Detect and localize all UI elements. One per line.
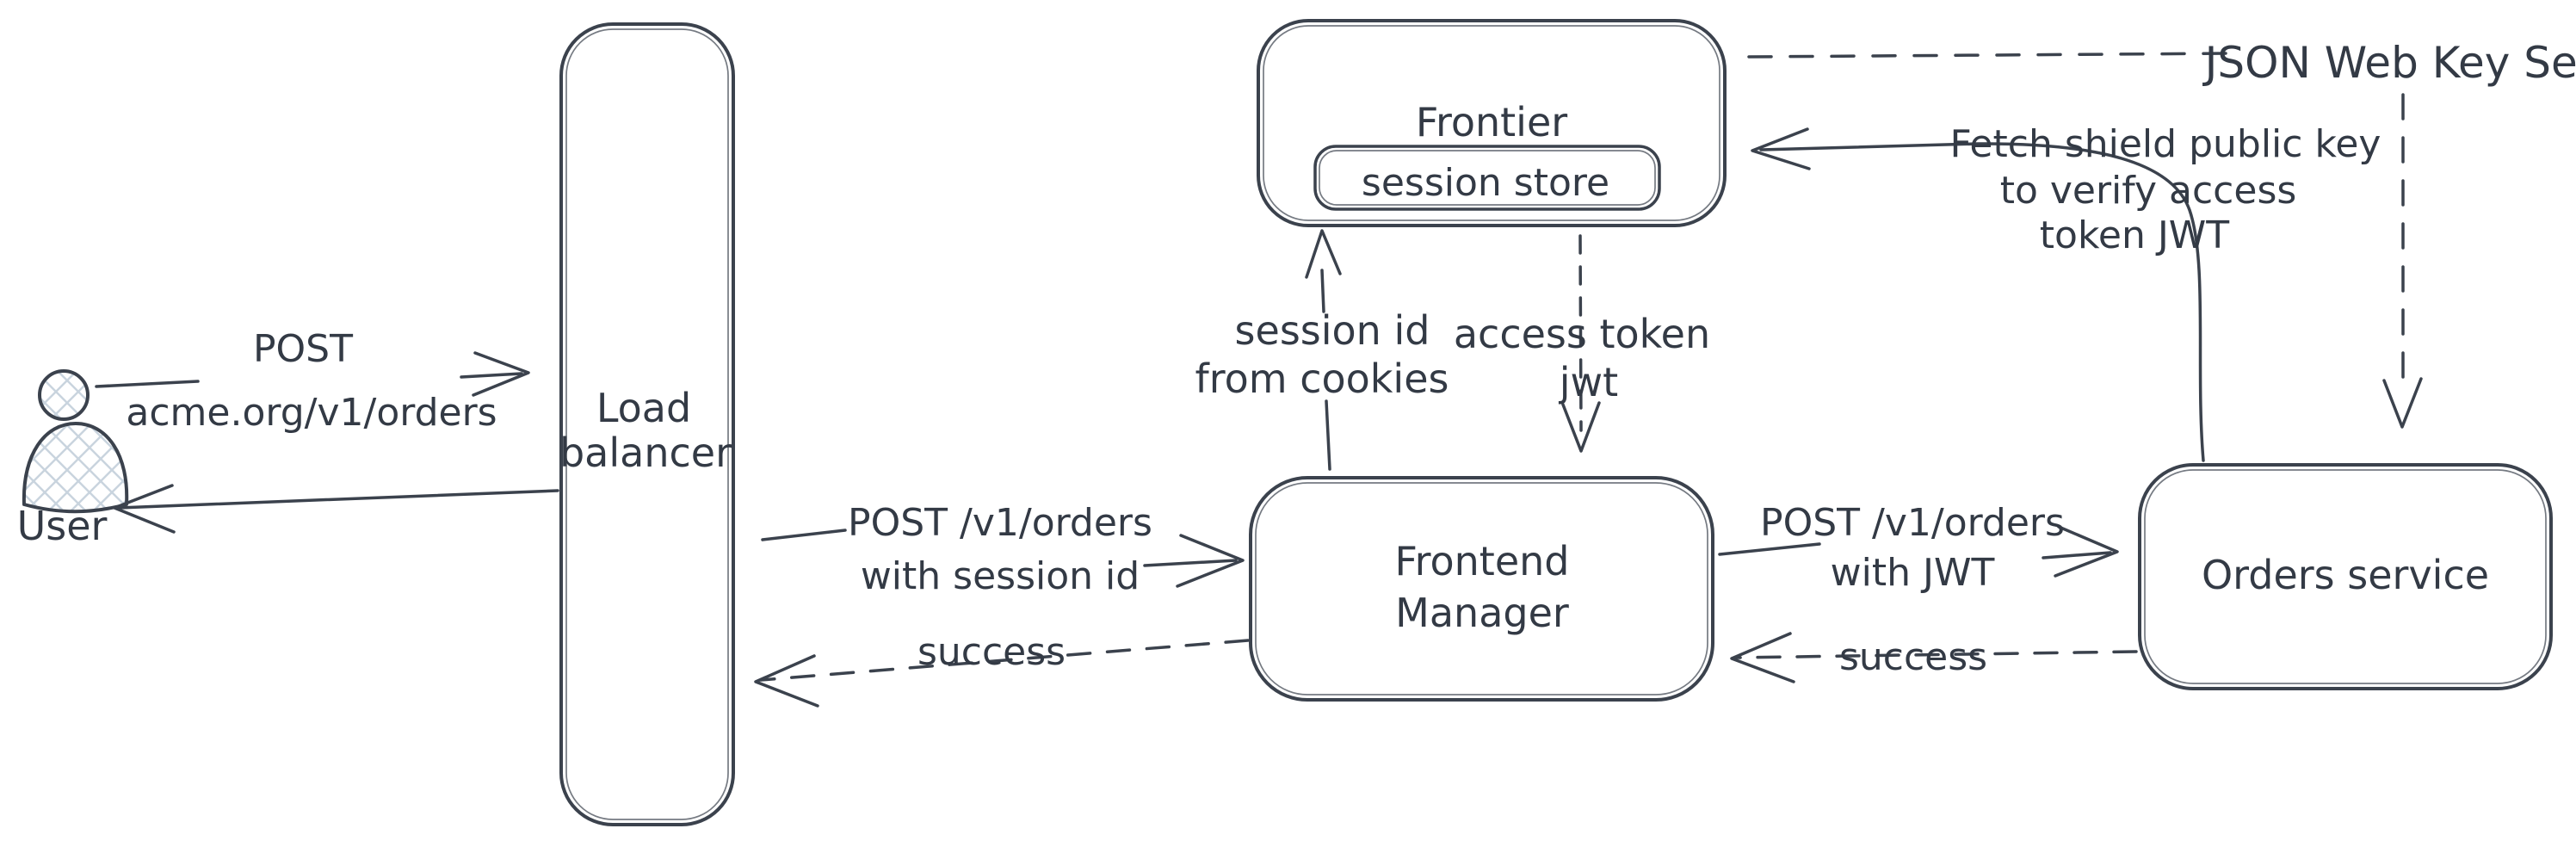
frontend-manager-label-line2: Manager bbox=[1395, 590, 1569, 636]
edge-orders-to-frontier-label-line3: token JWT bbox=[2040, 213, 2230, 257]
orders-service-node: Orders service bbox=[2138, 463, 2553, 690]
edge-fm-to-orders-label-line1: POST /v1/orders bbox=[1760, 501, 2065, 545]
edge-frontier-to-fm: access token jwt bbox=[1454, 234, 1710, 453]
edge-user-to-lb-label-line1: POST bbox=[253, 327, 353, 371]
frontend-manager-label-line1: Frontend bbox=[1394, 538, 1569, 584]
edge-lb-to-fm-label-line2: with session id bbox=[861, 554, 1140, 598]
edge-lb-to-frontend-manager: POST /v1/orders with session id bbox=[761, 501, 1245, 598]
frontier-label: Frontier bbox=[1416, 99, 1567, 145]
edge-orders-to-frontier-label-line2: to verify access bbox=[2000, 169, 2297, 213]
jwks-label: JSON Web Key Set bbox=[2202, 38, 2576, 88]
edge-user-to-lb-label-line2: acme.org/v1/orders bbox=[126, 391, 497, 435]
orders-service-label: Orders service bbox=[2202, 552, 2489, 598]
session-store-node: session store bbox=[1313, 145, 1661, 211]
frontier-node: Frontier session store bbox=[1257, 19, 1727, 227]
edge-orders-to-frontier-label-line1: Fetch shield public key bbox=[1950, 122, 2381, 166]
edge-lb-to-fm-label-line1: POST /v1/orders bbox=[848, 501, 1152, 545]
edge-fm-to-orders-label-line2: with JWT bbox=[1831, 551, 1995, 595]
edge-fm-to-lb-success: success bbox=[754, 630, 1250, 708]
edge-frontier-to-fm-label-line2: jwt bbox=[1559, 359, 1618, 405]
edge-fm-to-orders: POST /v1/orders with JWT bbox=[1718, 501, 2119, 595]
load-balancer-node: Load balancer bbox=[559, 22, 735, 826]
edge-orders-to-fm-success: success bbox=[1730, 632, 2138, 683]
user-node: User bbox=[17, 369, 129, 549]
load-balancer-label-line1: Load bbox=[596, 385, 691, 431]
session-store-label: session store bbox=[1362, 161, 1609, 205]
jwks-annotation: JSON Web Key Set bbox=[1747, 38, 2576, 429]
load-balancer-label-line2: balancer bbox=[559, 430, 732, 476]
edge-orders-to-fm-success-label: success bbox=[1839, 635, 1987, 679]
edge-fm-to-frontier: session id from cookies bbox=[1195, 229, 1449, 471]
edge-frontier-to-fm-label-line1: access token bbox=[1454, 311, 1710, 357]
user-body-icon bbox=[22, 422, 129, 514]
edge-orders-to-frontier: Fetch shield public key to verify access… bbox=[1751, 122, 2381, 462]
user-head-icon bbox=[38, 369, 90, 421]
edge-user-to-load-balancer: POST acme.org/v1/orders bbox=[95, 327, 530, 435]
edge-load-balancer-to-user bbox=[113, 484, 559, 534]
edge-fm-to-frontier-label-line1: session id bbox=[1235, 307, 1430, 354]
frontend-manager-node: Frontend Manager bbox=[1249, 476, 1714, 702]
edge-fm-to-lb-success-label: success bbox=[917, 630, 1066, 674]
user-label: User bbox=[17, 503, 108, 549]
edge-fm-to-frontier-label-line2: from cookies bbox=[1195, 355, 1449, 402]
